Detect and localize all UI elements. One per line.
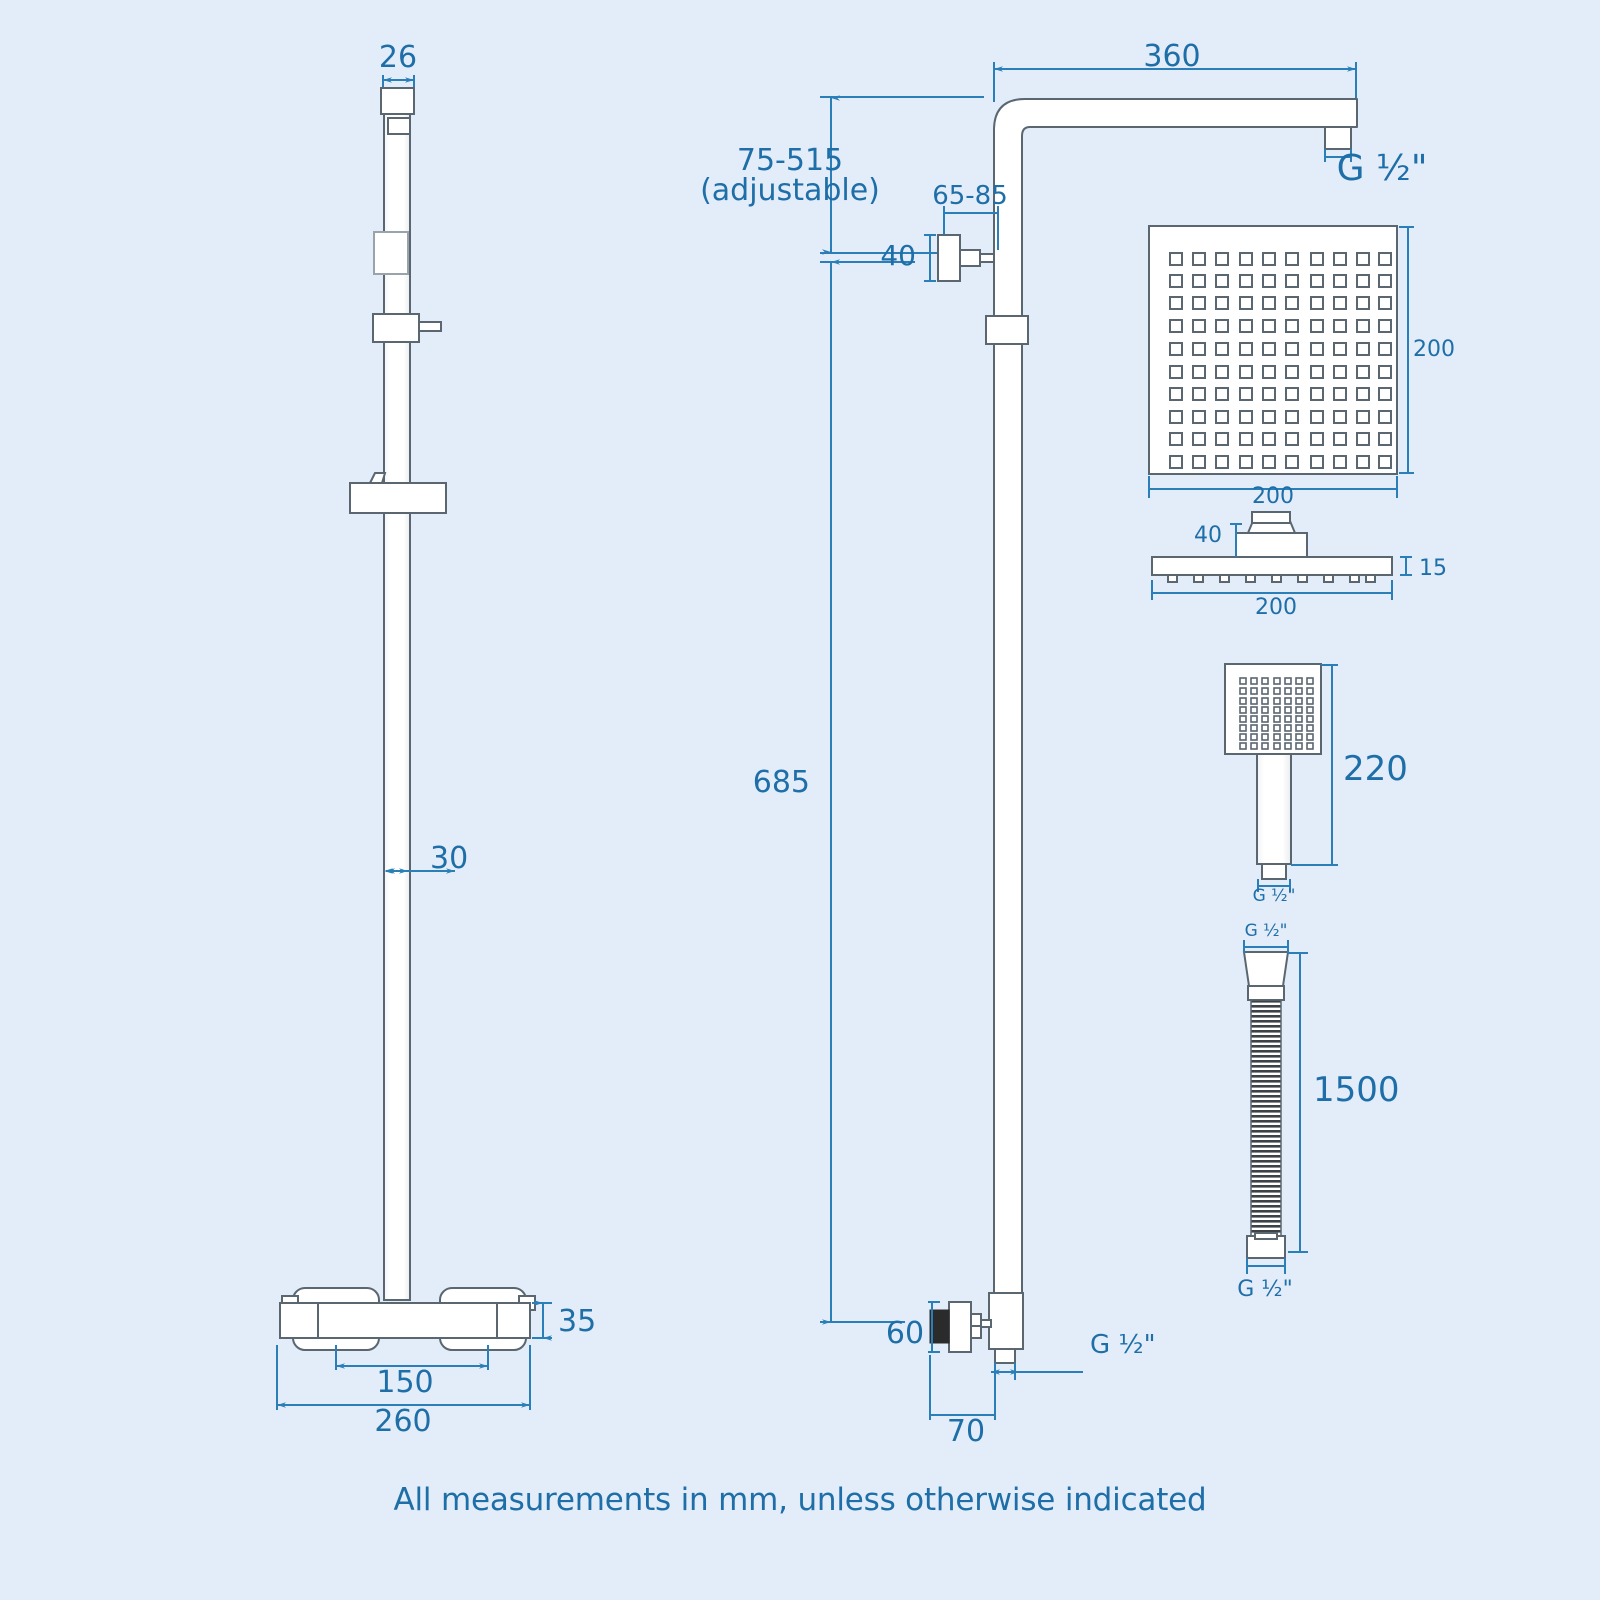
label-35: 35	[558, 1304, 596, 1339]
dimension-valve-thread	[991, 1363, 1083, 1380]
side-elevation-view	[820, 62, 1358, 1420]
valve-body	[929, 1292, 1024, 1364]
dimension-1500	[1288, 952, 1308, 1253]
dimension-220	[1291, 664, 1338, 866]
label-360: 360	[1143, 39, 1200, 74]
label-handset-thread: G ½"	[1253, 886, 1296, 906]
label-hose-bottom-thread: G ½"	[1237, 1277, 1292, 1302]
hose-top-fitting	[1242, 951, 1290, 1001]
front-elevation-view	[276, 75, 552, 1410]
label-26: 26	[379, 40, 417, 75]
shower-head-side-view	[1151, 511, 1412, 600]
label-75-515: 75-515	[737, 143, 843, 178]
dimension-head-15	[1400, 556, 1412, 576]
dimension-360	[993, 62, 1357, 102]
hand-shower-view	[1224, 663, 1338, 892]
dimension-labels: 26 30 35 150 260 360 G ½" 75-515 (adjust…	[374, 39, 1455, 1449]
sliding-holder-bar	[349, 472, 447, 514]
label-head-side-200: 200	[1255, 595, 1297, 620]
label-685: 685	[753, 765, 810, 800]
measurements-caption: All measurements in mm, unless otherwise…	[393, 1482, 1207, 1518]
label-head-15: 15	[1419, 556, 1447, 581]
dimension-685	[820, 259, 915, 1325]
label-arm-thread: G ½"	[1337, 148, 1428, 189]
nozzle-grid	[1169, 252, 1392, 469]
dimension-70	[929, 1355, 996, 1420]
dimension-hose-top-thread	[1243, 940, 1289, 953]
riser-coupling	[985, 315, 1029, 345]
dimension-75-515	[820, 95, 984, 255]
dimension-35	[532, 1300, 552, 1341]
dimension-hose-bottom-thread	[1246, 1258, 1286, 1274]
label-260: 260	[374, 1404, 431, 1439]
hose-bottom-fitting	[1246, 1232, 1286, 1259]
dimension-handset-thread	[1257, 879, 1291, 892]
label-head-40: 40	[1194, 523, 1222, 548]
label-30: 30	[430, 841, 468, 876]
thermostatic-bar-mixer	[279, 1287, 536, 1351]
shower-hose-view	[1242, 940, 1308, 1274]
dimension-40-bracket	[924, 234, 936, 282]
dimension-head-200-v	[1399, 226, 1414, 474]
handset-holder-upper	[373, 231, 409, 275]
label-valve-thread: G ½"	[1090, 1330, 1156, 1360]
wall-bracket	[937, 234, 995, 282]
label-1500: 1500	[1313, 1070, 1400, 1110]
label-65-85: 65-85	[932, 181, 1008, 211]
dimension-150	[335, 1345, 489, 1370]
shower-head-face-view	[1148, 225, 1414, 498]
dimension-head-side-200	[1151, 580, 1393, 600]
riser-rail	[380, 87, 415, 1301]
dimension-60	[860, 1301, 940, 1353]
label-head-200-v: 200	[1413, 337, 1455, 362]
label-60: 60	[886, 1316, 924, 1351]
label-150: 150	[376, 1365, 433, 1400]
dimension-arm-thread	[1324, 149, 1352, 162]
dimension-head-200-h	[1148, 476, 1398, 498]
label-70: 70	[947, 1414, 985, 1449]
shower-arm	[993, 98, 1358, 1301]
label-adjustable: (adjustable)	[700, 173, 880, 208]
label-head-200-h: 200	[1252, 484, 1294, 509]
diverter-block	[372, 313, 442, 343]
dimension-260	[276, 1345, 531, 1410]
label-40-bracket: 40	[880, 239, 916, 272]
label-hose-top-thread: G ½"	[1245, 921, 1288, 941]
dimension-head-40	[1230, 523, 1242, 557]
label-220: 220	[1343, 749, 1408, 789]
